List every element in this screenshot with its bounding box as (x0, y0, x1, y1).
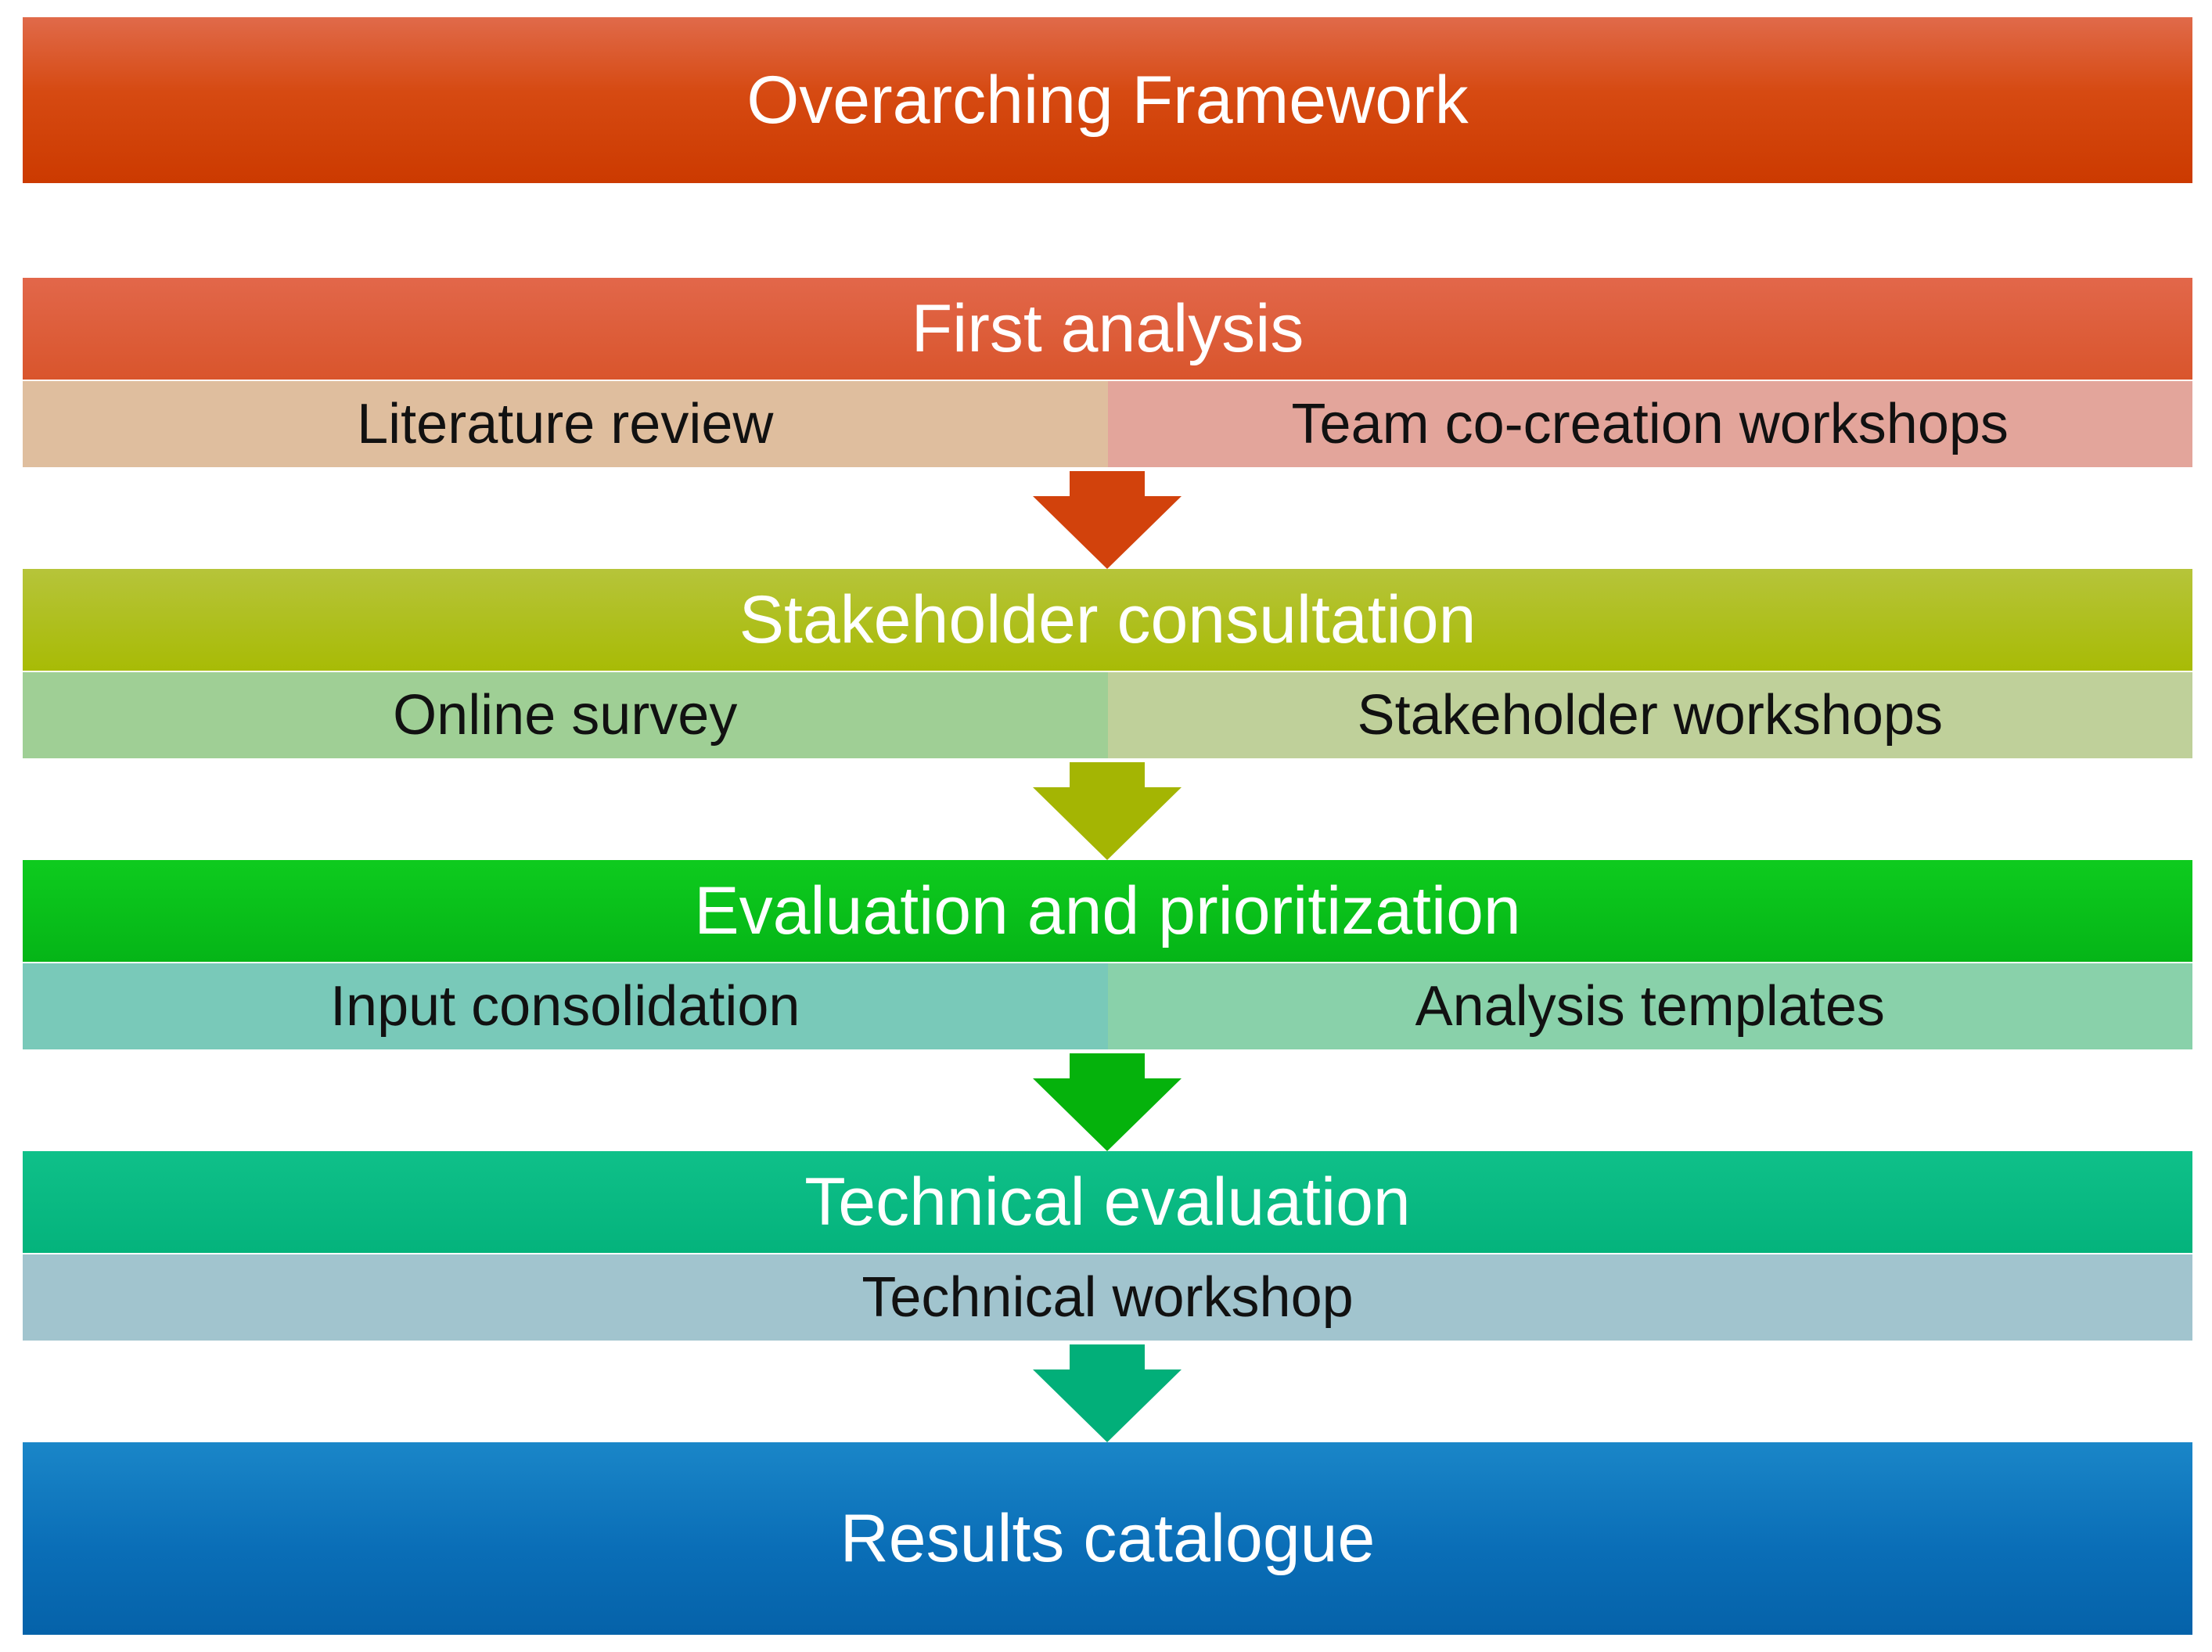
arrow-shape (1033, 1053, 1182, 1151)
subitem-label: Stakeholder workshops (1357, 684, 1943, 747)
stage-subitems-first-analysis: Literature review Team co-creation works… (23, 381, 2192, 467)
down-arrow-icon (1033, 1344, 1182, 1442)
arrow-shape (1033, 762, 1182, 860)
subitem-online-survey: Online survey (23, 672, 1108, 758)
results-catalogue-bar: Results catalogue (23, 1442, 2192, 1635)
arrow-shape (1033, 1344, 1182, 1442)
down-arrow-icon (1033, 471, 1182, 569)
subitem-label: Analysis templates (1415, 975, 1885, 1038)
stage-header-technical-evaluation: Technical evaluation (23, 1151, 2192, 1253)
results-catalogue-label: Results catalogue (840, 1500, 1376, 1576)
subitem-team-co-creation-workshops: Team co-creation workshops (1107, 381, 2192, 467)
subitem-label: Technical workshop (861, 1266, 1354, 1329)
stage-title: Evaluation and prioritization (694, 873, 1521, 948)
subitem-label: Literature review (357, 393, 774, 455)
overarching-framework-bar: Overarching Framework (23, 17, 2192, 183)
stage-title: First analysis (911, 290, 1304, 366)
stage-subitems-stakeholder-consultation: Online survey Stakeholder workshops (23, 672, 2192, 758)
stage-subitems-technical-evaluation: Technical workshop (23, 1254, 2192, 1341)
overarching-framework-label: Overarching Framework (746, 62, 1469, 138)
stage-header-first-analysis: First analysis (23, 278, 2192, 380)
subitem-analysis-templates: Analysis templates (1107, 963, 2192, 1049)
stage-header-stakeholder-consultation: Stakeholder consultation (23, 569, 2192, 671)
subitem-stakeholder-workshops: Stakeholder workshops (1107, 672, 2192, 758)
stage-title: Technical evaluation (804, 1164, 1411, 1240)
subitem-input-consolidation: Input consolidation (23, 963, 1108, 1049)
subitem-label: Online survey (393, 684, 738, 747)
subitem-label: Team co-creation workshops (1291, 393, 2009, 455)
subitem-technical-workshop: Technical workshop (23, 1254, 2192, 1341)
stage-subitems-evaluation-prioritization: Input consolidation Analysis templates (23, 963, 2192, 1049)
arrow-shape (1033, 471, 1182, 569)
stage-header-evaluation-prioritization: Evaluation and prioritization (23, 860, 2192, 962)
down-arrow-icon (1033, 762, 1182, 860)
subitem-label: Input consolidation (330, 975, 800, 1038)
down-arrow-icon (1033, 1053, 1182, 1151)
stage-title: Stakeholder consultation (739, 581, 1476, 657)
subitem-literature-review: Literature review (23, 381, 1108, 467)
